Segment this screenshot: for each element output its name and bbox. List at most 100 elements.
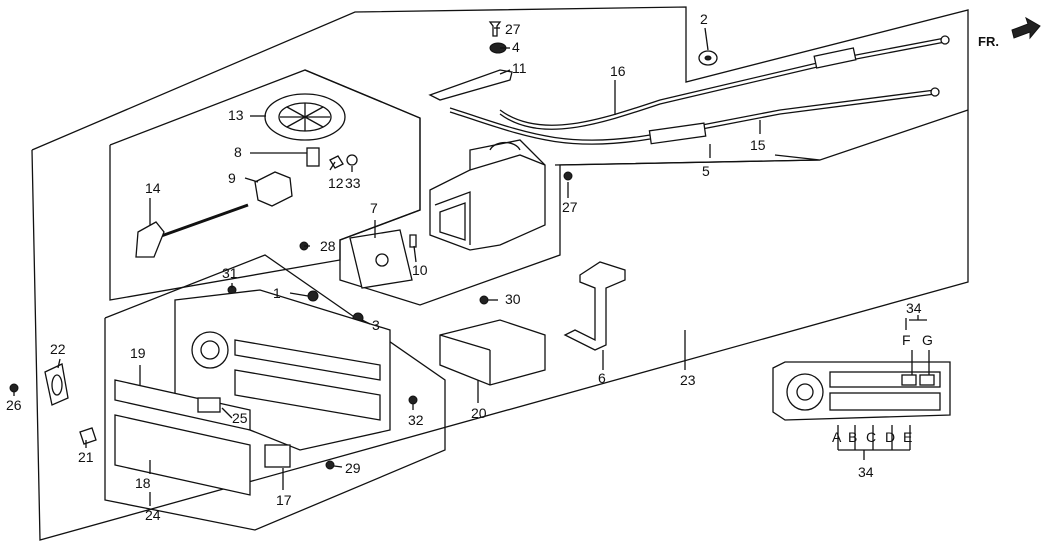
outer-boundary (31, 6, 969, 541)
cable-16-sleeve (813, 47, 857, 69)
lever-11 (428, 69, 513, 101)
cable-15-inner (449, 93, 936, 145)
part-label: D (885, 429, 895, 445)
part-label: 1 (273, 285, 281, 301)
bezel-18 (114, 414, 251, 496)
inset-upper-slot (829, 371, 941, 388)
leader-line (289, 292, 309, 297)
part-label: 21 (78, 449, 94, 465)
cable-boundary (554, 109, 969, 166)
heater-control-box (429, 139, 546, 251)
front-direction-label: FR. (978, 34, 999, 49)
control-panel-knob (191, 331, 229, 369)
plate-7-hole (375, 253, 389, 267)
screw-30 (479, 295, 489, 305)
dial-spoke (286, 106, 324, 128)
part-label: 5 (702, 163, 710, 179)
leader-line (221, 407, 233, 419)
screw-27b (563, 171, 573, 181)
part-label: 34 (858, 464, 874, 480)
cam-9 (254, 171, 293, 207)
part-label: F (902, 332, 911, 348)
screw-27 (488, 21, 502, 37)
lever-14 (135, 221, 165, 258)
part-label: 7 (370, 200, 378, 216)
leader-lines (13, 27, 930, 506)
heater-control-box-top (469, 141, 546, 171)
part-label: A (832, 429, 842, 445)
part-label: 28 (320, 238, 336, 254)
leader-line (57, 358, 61, 369)
leader-line (361, 319, 371, 325)
control-panel-slot-upper (234, 339, 381, 381)
switch-17 (264, 444, 291, 468)
part-label: 11 (512, 60, 527, 76)
bulb-10 (409, 234, 417, 248)
leader-line (704, 27, 709, 51)
part-label: 33 (345, 175, 361, 191)
part-label: 32 (408, 412, 424, 428)
leader-line (244, 177, 259, 183)
knob-22 (44, 363, 69, 406)
part-label: C (866, 429, 876, 445)
leader-line (499, 69, 511, 75)
part-label: 4 (512, 39, 520, 55)
cable-16 (499, 37, 946, 126)
plate-7 (349, 229, 413, 289)
part-label: 18 (135, 475, 151, 491)
clip-21 (79, 427, 97, 445)
part-label: 15 (750, 137, 766, 153)
part-label: 25 (232, 410, 248, 426)
part-label: 6 (598, 370, 606, 386)
rod-14 (149, 203, 249, 242)
switch-25 (197, 397, 221, 413)
part-label: 31 (222, 265, 238, 281)
part-label: E (903, 429, 912, 445)
part-label: 19 (130, 345, 146, 361)
screw-1 (307, 290, 319, 302)
part-label: 3 (372, 317, 380, 333)
screw-26 (9, 383, 19, 393)
part-label: G (922, 332, 933, 348)
part-label: 20 (471, 405, 487, 421)
grommet-2-hole (704, 55, 712, 61)
part-label: 22 (50, 341, 66, 357)
front-arrow-icon (1011, 16, 1041, 40)
cable-end (940, 35, 950, 45)
part-label: 30 (505, 291, 521, 307)
part-label: 8 (234, 144, 242, 160)
part-label: 13 (228, 107, 244, 123)
knob-22-face (51, 374, 63, 396)
control-panel-boundary (104, 254, 446, 531)
screw-29 (325, 460, 335, 470)
cable-16-inner (499, 41, 946, 130)
leader-line (413, 245, 417, 263)
part-label: 10 (412, 262, 428, 278)
cable-15-sleeve (648, 122, 707, 145)
leader-line (333, 465, 343, 468)
part-label: 26 (6, 397, 22, 413)
inset-knob (786, 373, 824, 411)
switch-housing-20 (439, 319, 546, 386)
shaft-8 (306, 147, 320, 167)
inset-switch-g (919, 374, 935, 386)
inset-knob-inner (796, 383, 814, 401)
part-label: 16 (610, 63, 626, 79)
cable-15 (449, 89, 936, 141)
part-label: 27 (505, 21, 521, 37)
control-panel-knob-inner (200, 340, 220, 360)
part-label: 34 (906, 300, 922, 316)
part-label: 29 (345, 460, 361, 476)
screw-32 (408, 395, 418, 405)
part-label: 23 (680, 372, 696, 388)
part-label: 9 (228, 170, 236, 186)
cable-end (930, 87, 940, 97)
part-label: 12 (328, 175, 344, 191)
part-label: 27 (562, 199, 578, 215)
switch-housing-20-edge (439, 334, 491, 351)
part-label: 24 (145, 507, 161, 523)
part-label: 17 (276, 492, 292, 508)
